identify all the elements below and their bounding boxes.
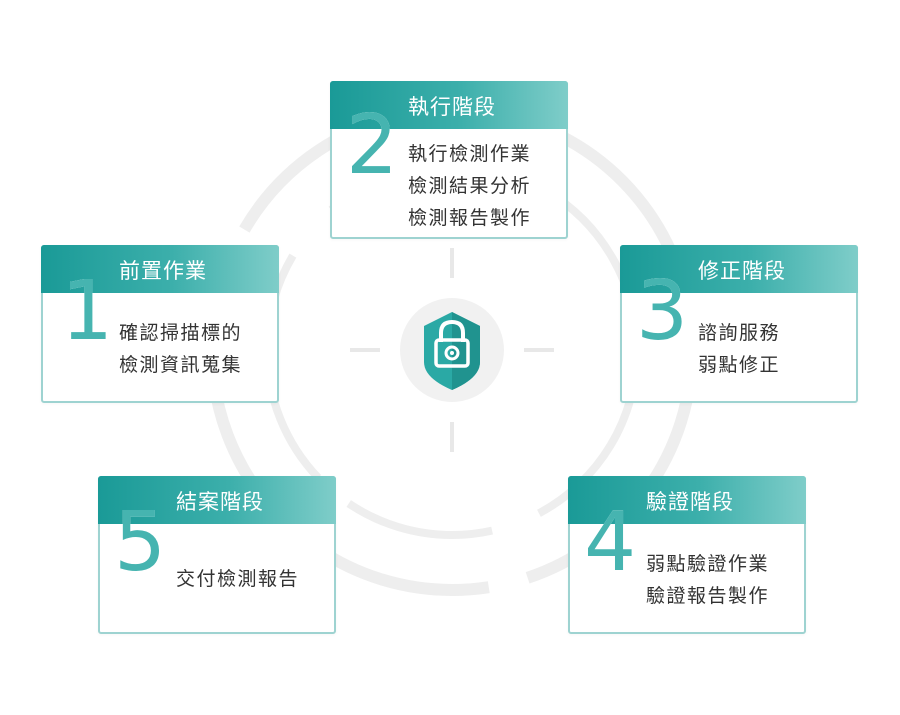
- step-task: 檢測結果分析: [408, 175, 532, 197]
- step-header: [330, 81, 568, 129]
- step-tasks: 確認掃描標的 檢測資訊蒐集: [119, 317, 242, 381]
- step-task: 交付檢測報告: [176, 568, 300, 590]
- step-card-4: 4 驗證階段 弱點驗證作業 驗證報告製作: [568, 476, 806, 634]
- step-title: 驗證階段: [646, 490, 734, 514]
- step-number: 3: [636, 264, 689, 359]
- step-task: 諮詢服務: [698, 322, 781, 344]
- step-task: 檢測資訊蒐集: [119, 354, 243, 376]
- step-title: 執行階段: [408, 95, 496, 119]
- crosshair: [350, 248, 554, 452]
- step-number: 2: [346, 98, 399, 193]
- step-number: 4: [584, 495, 637, 590]
- step-header: [41, 245, 279, 293]
- step-number: 1: [61, 264, 114, 359]
- step-tasks: 執行檢測作業 檢測結果分析 檢測報告製作: [408, 138, 531, 234]
- step-task: 弱點驗證作業: [646, 553, 770, 575]
- step-header: [568, 476, 806, 524]
- step-title: 結案階段: [176, 490, 264, 514]
- step-title: 修正階段: [698, 259, 786, 283]
- step-task: 驗證報告製作: [646, 585, 770, 607]
- step-task: 弱點修正: [698, 354, 781, 376]
- step-header: [98, 476, 336, 524]
- step-card-2: 2 執行階段 執行檢測作業 檢測結果分析 檢測報告製作: [330, 81, 568, 239]
- shield-lock-icon: [424, 312, 480, 390]
- step-card-1: 1 前置作業 確認掃描標的 檢測資訊蒐集: [41, 245, 279, 403]
- step-task: 執行檢測作業: [408, 143, 532, 165]
- step-header: [620, 245, 858, 293]
- step-card-3: 3 修正階段 諮詢服務 弱點修正: [620, 245, 858, 403]
- step-title: 前置作業: [119, 259, 207, 283]
- step-tasks: 弱點驗證作業 驗證報告製作: [646, 548, 769, 612]
- step-task: 檢測報告製作: [408, 207, 532, 229]
- step-tasks: 諮詢服務 弱點修正: [698, 317, 780, 381]
- step-number: 5: [114, 495, 167, 590]
- step-tasks: 交付檢測報告: [176, 563, 299, 595]
- step-task: 確認掃描標的: [119, 322, 243, 344]
- step-card-5: 5 結案階段 交付檢測報告: [98, 476, 336, 634]
